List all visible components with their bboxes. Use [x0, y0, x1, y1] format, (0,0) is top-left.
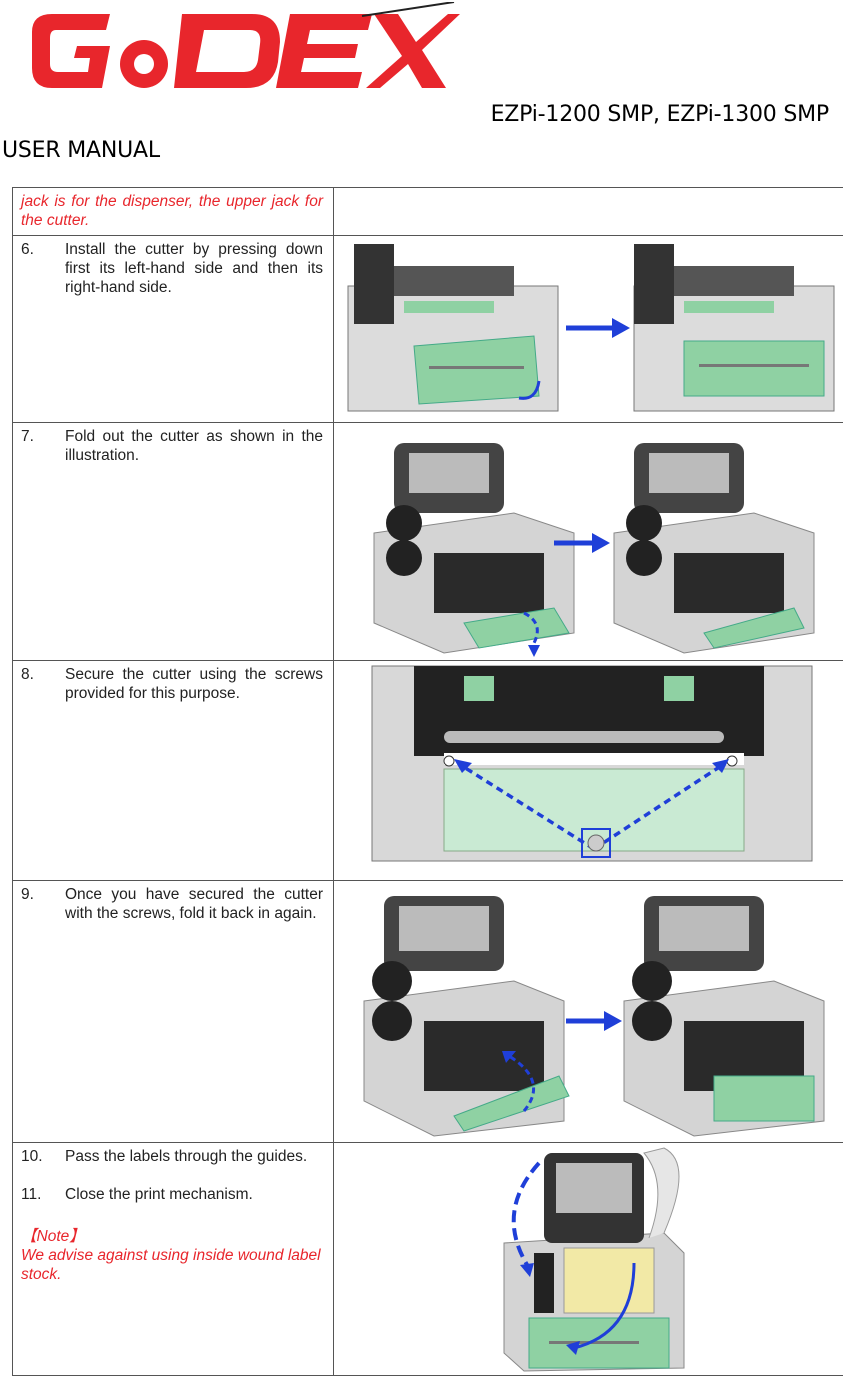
step-number: 10.: [21, 1148, 43, 1165]
illustration-close-mechanism: [503, 1147, 685, 1372]
illustration-fold-back: [363, 896, 825, 1137]
step-10: 10. Pass the labels through the guides.: [21, 1147, 323, 1166]
godex-logo: [32, 2, 460, 88]
step-9: 9. Once you have secured the cutter with…: [21, 885, 323, 923]
instruction-table: jack is for the dispenser, the upper jac…: [12, 187, 843, 1376]
step-number: 7.: [21, 428, 34, 445]
step-6: 6. Install the cutter by pressing down f…: [21, 240, 323, 297]
step-11: 11. Close the print mechanism.: [21, 1185, 323, 1204]
step-8: 8. Secure the cutter using the screws pr…: [21, 665, 323, 703]
step-text: Secure the cutter using the screws provi…: [65, 666, 323, 702]
screw-icon: [587, 834, 605, 852]
step-text: Pass the labels through the guides.: [65, 1148, 308, 1165]
step-text: Install the cutter by pressing down firs…: [65, 241, 323, 296]
step-number: 9.: [21, 886, 34, 903]
illustration-secure-screws: [371, 665, 813, 862]
step-number: 11.: [21, 1186, 42, 1203]
step-7: 7. Fold out the cutter as shown in the i…: [21, 427, 323, 465]
note-text: We advise against using inside wound lab…: [21, 1247, 321, 1283]
arrow-icon: [518, 380, 541, 400]
model-name: EZPi-1200 SMP, EZPi-1300 SMP: [490, 102, 830, 127]
screw-highlight: [581, 828, 611, 858]
manual-label: USER MANUAL: [2, 138, 160, 163]
step-text: Once you have secured the cutter with th…: [65, 886, 323, 922]
step-text: Close the print mechanism.: [65, 1186, 253, 1203]
note-heading: 【Note】: [21, 1228, 85, 1245]
step-text: Fold out the cutter as shown in the illu…: [65, 428, 323, 464]
step-number: 6.: [21, 241, 34, 258]
illustration-install-cutter: [347, 244, 835, 412]
intro-text: jack is for the dispenser, the upper jac…: [21, 193, 323, 229]
step-number: 8.: [21, 666, 34, 683]
illustration-fold-out-cutter: [373, 443, 815, 657]
